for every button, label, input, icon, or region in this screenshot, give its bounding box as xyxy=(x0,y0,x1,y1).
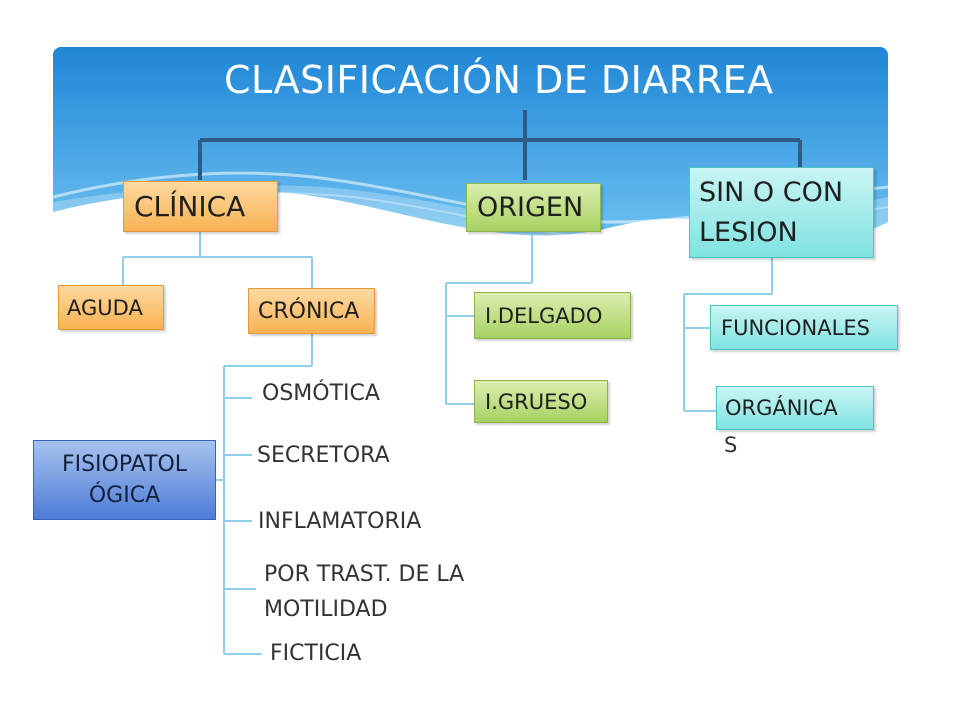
inflamatoria-text: INFLAMATORIA xyxy=(258,509,422,534)
delgado-box: I.DELGADO xyxy=(474,292,631,339)
origen-label: ORIGEN xyxy=(477,192,584,223)
diagram-title: CLASIFICACIÓN DE DIARREA xyxy=(224,58,774,102)
cronica-label: CRÓNICA xyxy=(258,298,360,324)
top-tree-connector xyxy=(198,110,802,180)
grueso-box: I.GRUESO xyxy=(474,380,608,423)
origen-box: ORIGEN xyxy=(466,183,601,232)
fisiopatologica-box: FISIOPATOL ÓGICA xyxy=(33,440,216,520)
clinica-label: CLÍNICA xyxy=(134,190,246,223)
secretora-text: SECRETORA xyxy=(257,443,390,468)
osmotica-text: OSMÓTICA xyxy=(262,381,380,406)
cronica-box: CRÓNICA xyxy=(248,288,375,334)
motilidad-text-line2: MOTILIDAD xyxy=(264,597,388,622)
grueso-label: I.GRUESO xyxy=(485,389,588,414)
funcionales-box: FUNCIONALES xyxy=(710,305,898,350)
delgado-label: I.DELGADO xyxy=(485,303,603,328)
aguda-label: AGUDA xyxy=(67,295,143,320)
ficticia-text: FICTICIA xyxy=(270,641,362,666)
organica-box: ORGÁNICA xyxy=(716,386,874,430)
fisiopatologica-line1: FISIOPATOL xyxy=(61,452,188,477)
aguda-box: AGUDA xyxy=(58,285,164,330)
cronica-connector xyxy=(216,334,313,655)
lesion-label-line1: SIN O CON xyxy=(699,176,844,208)
organica-label: ORGÁNICA xyxy=(725,396,838,420)
organica-overflow-text: S xyxy=(724,433,738,457)
fisiopatologica-line2: ÓGICA xyxy=(88,483,161,508)
clinica-box: CLÍNICA xyxy=(123,181,278,232)
origen-connector xyxy=(445,232,533,405)
motilidad-text-line1: POR TRAST. DE LA xyxy=(264,562,465,587)
clinica-connector xyxy=(122,232,313,288)
lesion-label-line2: LESION xyxy=(699,216,798,248)
funcionales-label: FUNCIONALES xyxy=(721,315,870,340)
lesion-box: SIN O CON LESION xyxy=(689,167,874,258)
lesion-connector xyxy=(683,258,773,412)
